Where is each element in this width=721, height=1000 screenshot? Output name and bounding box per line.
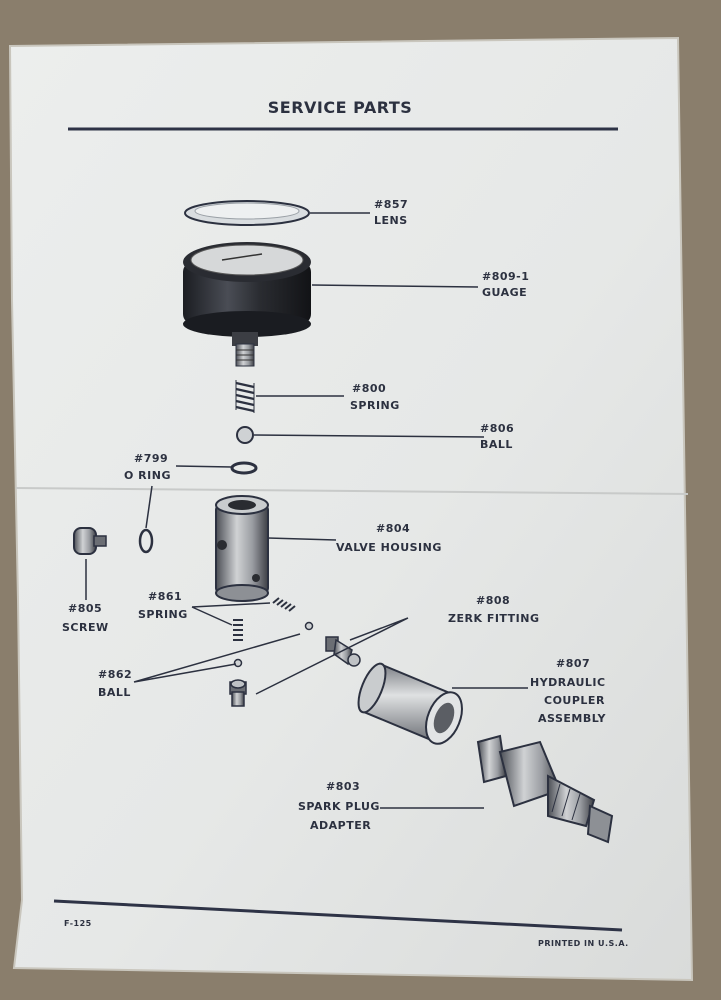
callout-lens: #857 LENS xyxy=(374,198,408,227)
footer-rule xyxy=(53,899,623,932)
paper-sheet xyxy=(8,36,694,982)
part-number: #862 xyxy=(98,668,132,681)
part-name: VALVE HOUSING xyxy=(336,541,442,554)
part-number: #809-1 xyxy=(482,270,529,283)
part-name: O RING xyxy=(124,469,171,482)
part-name: GUAGE xyxy=(482,286,527,299)
hydraulic-coupler-illustration xyxy=(357,662,463,745)
part-number: #803 xyxy=(326,780,360,793)
part-name: ZERK FITTING xyxy=(448,612,540,625)
part-name-line-3: ASSEMBLY xyxy=(538,712,607,725)
lens-illustration xyxy=(184,200,310,226)
spark-plug-adapter-illustration xyxy=(476,734,614,844)
leader-lines xyxy=(85,212,528,809)
o-ring-side-illustration xyxy=(138,528,154,554)
part-name: SCREW xyxy=(62,621,109,634)
part-name: SPRING xyxy=(138,608,188,621)
callout-ball-862: #862 BALL xyxy=(98,668,132,699)
form-number: F-125 xyxy=(64,919,92,928)
zerk-fitting-a-illustration xyxy=(325,636,361,667)
valve-housing-illustration xyxy=(215,495,269,602)
callout-screw: #805 SCREW xyxy=(62,602,109,634)
part-number: #800 xyxy=(352,382,386,395)
part-number: #857 xyxy=(374,198,408,211)
part-number: #861 xyxy=(148,590,182,603)
callout-ball-806: #806 BALL xyxy=(480,422,514,451)
callout-spark-plug-adapter: #803 SPARK PLUG ADAPTER xyxy=(298,780,380,832)
callout-guage: #809-1 GUAGE xyxy=(482,270,529,299)
part-number: #799 xyxy=(134,452,168,465)
callout-zerk-fitting: #808 ZERK FITTING xyxy=(448,594,540,625)
part-name: LENS xyxy=(374,214,408,227)
part-number: #805 xyxy=(68,602,102,615)
part-number: #808 xyxy=(476,594,510,607)
part-number: #804 xyxy=(376,522,410,535)
ball-862a-illustration xyxy=(304,621,314,631)
part-number: #806 xyxy=(480,422,514,435)
page-title: SERVICE PARTS xyxy=(268,98,413,117)
part-number: #807 xyxy=(556,657,590,670)
ball-862b-illustration xyxy=(233,658,243,668)
gauge-illustration xyxy=(183,242,311,367)
callout-spring-861: #861 SPRING xyxy=(138,590,188,621)
part-name-line-1: HYDRAULIC xyxy=(530,676,606,689)
o-ring-illustration xyxy=(230,461,258,475)
part-name: BALL xyxy=(480,438,513,451)
screw-illustration xyxy=(73,527,107,555)
fold-crease xyxy=(15,487,689,495)
spring-861-illustration xyxy=(233,597,296,641)
part-name-line-2: COUPLER xyxy=(544,694,605,707)
callout-o-ring: #799 O RING xyxy=(124,452,171,482)
part-name-line-1: SPARK PLUG xyxy=(298,800,380,813)
callout-hydraulic-coupler: #807 HYDRAULIC COUPLER ASSEMBLY xyxy=(530,657,607,725)
part-name-line-2: ADAPTER xyxy=(310,819,371,832)
zerk-fitting-b-illustration xyxy=(229,679,247,707)
callout-valve-housing: #804 VALVE HOUSING xyxy=(336,522,442,554)
spring-800-illustration xyxy=(235,380,255,413)
part-name: BALL xyxy=(98,686,131,699)
printed-note: PRINTED IN U.S.A. xyxy=(538,939,629,948)
part-name: SPRING xyxy=(350,399,400,412)
ball-806-illustration xyxy=(236,426,254,444)
callout-spring-800: #800 SPRING xyxy=(350,382,400,412)
